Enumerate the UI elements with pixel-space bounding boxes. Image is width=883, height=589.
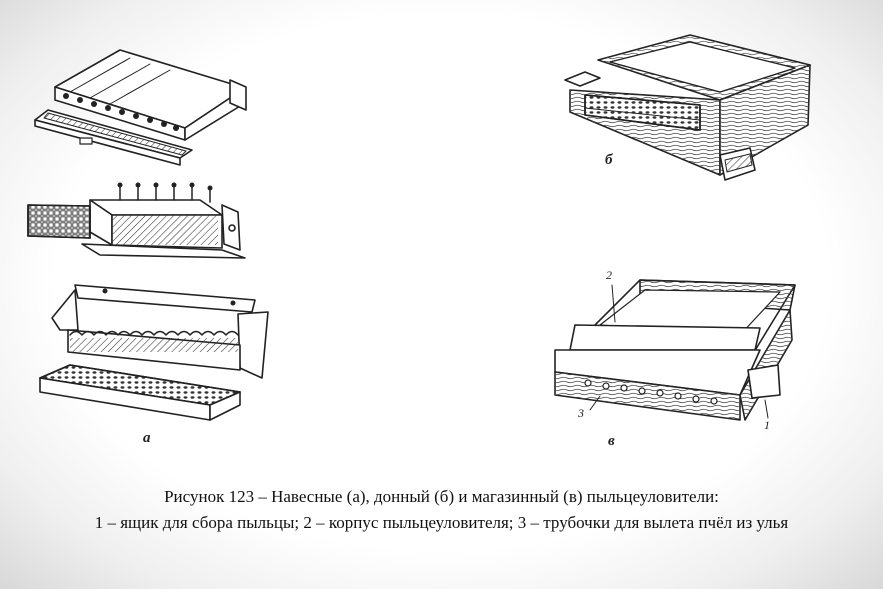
magazine-pollen-trap [554,279,796,421]
figure-caption-legend: 1 – ящик для сбора пыльцы; 2 – корпус пы… [94,513,789,532]
callout-3: 3 [578,406,584,420]
hinged-trap-assembled [34,49,247,166]
pollen-trap-illustrations [27,34,811,421]
panel-label-b: б [605,152,613,168]
hinged-trap-exploded [39,284,269,421]
hinged-trap-side-view [27,182,246,259]
panel-label-a: а [143,430,151,446]
bottom-pollen-trap [564,34,811,181]
callout-2: 2 [606,268,612,282]
figure-caption-title: Рисунок 123 – Навесные (а), донный (б) и… [164,487,719,506]
panel-label-v: в [608,433,615,449]
callout-1: 1 [764,418,770,432]
